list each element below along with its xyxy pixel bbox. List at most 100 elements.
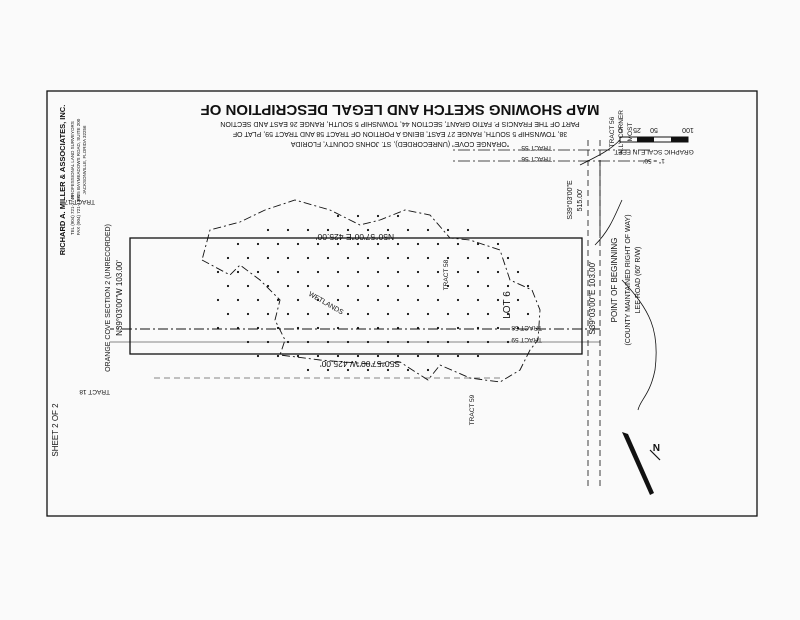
wetland-dot (506, 256, 510, 260)
wetland-dot (356, 270, 360, 274)
wetland-dot (256, 298, 260, 302)
wetland-dot (406, 340, 410, 344)
wetland-dot (436, 242, 440, 246)
road-leader (621, 279, 657, 411)
point-of-beginning-label: POINT OF BEGINNING (610, 238, 619, 323)
wetland-dot (286, 340, 290, 344)
wetland-dot (346, 284, 350, 288)
tract-58-area-label: TRACT 58 (443, 259, 450, 290)
tie-bearing: S39°03'00"E (566, 180, 574, 220)
wetland-dot (346, 368, 350, 372)
north-arrow: N (622, 432, 661, 495)
wetland-dot (366, 312, 370, 316)
description-line-3: "ORANGE COVE" (UNRECORDED), ST. JOHNS CO… (290, 140, 509, 147)
wetland-dot (296, 354, 300, 358)
wetland-dot (276, 354, 280, 358)
wetland-dot (356, 354, 360, 358)
corner-label-line-2: N.LY CORNER (618, 110, 625, 154)
lot-label: LOT 6 (502, 291, 513, 319)
pob-leader (594, 199, 623, 246)
wetland-dot (226, 284, 230, 288)
firm-line-2: 9725 BAYMEADOWS ROAD, SUITE 200 (76, 118, 81, 201)
corner-label-line-3: TRACT 56 (609, 116, 616, 147)
wetland-dot (426, 312, 430, 316)
map-title: MAP SHOWING SKETCH AND LEGAL DESCRIPTION… (201, 101, 600, 118)
wetland-dot (336, 326, 340, 330)
wetland-dot (236, 326, 240, 330)
wetland-dot (306, 284, 310, 288)
wetland-dot (256, 354, 260, 358)
wetland-dot (286, 284, 290, 288)
wetland-dot (306, 340, 310, 344)
firm-phone: TEL (904) 721-3746 (70, 194, 75, 235)
wetland-dot (376, 270, 380, 274)
wetland-dot (366, 368, 370, 372)
wetland-dot (346, 256, 350, 260)
wetland-dot (326, 312, 330, 316)
wetland-dot (416, 354, 420, 358)
wetland-dot (276, 298, 280, 302)
wetland-dot (496, 298, 500, 302)
wetland-dot (386, 368, 390, 372)
wetland-dot (356, 298, 360, 302)
firm-name: RICHARD A. MILLER & ASSOCIATES, INC. (58, 105, 67, 256)
wetland-dot (366, 228, 370, 232)
wetland-dot (266, 340, 270, 344)
description-line-1: PART OF THE FRANCIS P. FATIO GRANT, SECT… (220, 120, 579, 127)
wetland-dot (316, 298, 320, 302)
wetland-dot (326, 228, 330, 232)
firm-fax: FAX (904) 721-1295 (76, 194, 81, 235)
wetland-dot (346, 312, 350, 316)
wetland-dot (256, 326, 260, 330)
wetland-dot (386, 340, 390, 344)
wetland-dot (366, 256, 370, 260)
wetland-dot (426, 368, 430, 372)
wetland-dot (496, 242, 500, 246)
wetland-dot (326, 256, 330, 260)
wetland-dot (516, 326, 520, 330)
wetland-dot (506, 340, 510, 344)
wetland-dot (236, 298, 240, 302)
wetland-dot (406, 284, 410, 288)
wetlands-boundary (201, 199, 541, 383)
south-line-bearing: S50°57'00"W 425.00' (320, 359, 400, 369)
wetland-dot (406, 256, 410, 260)
wetland-dot (476, 298, 480, 302)
wetland-dot (386, 312, 390, 316)
scale-ratio: 1" = 50' (643, 157, 665, 164)
wetland-dot (336, 354, 340, 358)
wetland-dot (396, 214, 400, 218)
wetland-dot (286, 256, 290, 260)
wetland-dot (316, 326, 320, 330)
scale-tick-0: 0 (618, 126, 622, 133)
wetland-dot (496, 326, 500, 330)
wetland-dot (326, 284, 330, 288)
wetland-dot (216, 298, 220, 302)
wetland-dot (456, 242, 460, 246)
tract-59-line-label: TRACT 59 (511, 336, 542, 343)
wetland-dot (316, 354, 320, 358)
wetland-dot (466, 284, 470, 288)
wetland-dot (366, 284, 370, 288)
wetland-dot (256, 242, 260, 246)
scale-tick-25: 25 (633, 126, 641, 133)
wetland-dot (406, 228, 410, 232)
wetland-dot (376, 242, 380, 246)
tract-58-line-label: TRACT 58 (511, 324, 542, 331)
wetland-dot (296, 298, 300, 302)
wetland-dot (436, 270, 440, 274)
wetland-dot (246, 312, 250, 316)
tract-55-label: TRACT 55 (521, 144, 552, 151)
wetland-dot (266, 228, 270, 232)
wetland-dot (246, 284, 250, 288)
wetland-dot (506, 284, 510, 288)
wetland-dot (426, 284, 430, 288)
wetlands-label: WETLANDS (307, 291, 344, 317)
corner-label-line-1: MOST (627, 123, 634, 142)
wetland-dot (376, 298, 380, 302)
wetland-dot (436, 354, 440, 358)
north-line-bearing: N50°57'00"E 425.00' (316, 232, 395, 242)
lot-boundary (129, 237, 583, 355)
wetland-dot (406, 312, 410, 316)
road-maintenance-note: (COUNTY MAINTAINED RIGHT OF WAY) (625, 214, 632, 345)
